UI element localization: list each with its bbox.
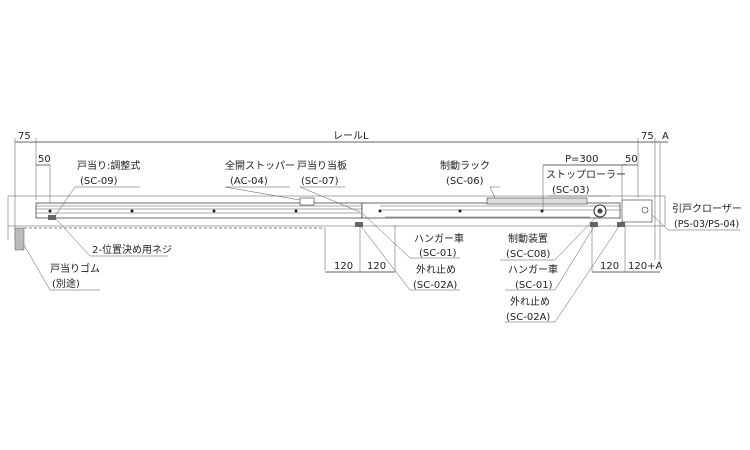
code-derail-stop-1: (SC-02A): [413, 280, 457, 291]
dim-right-75: 75: [641, 131, 654, 142]
code-full-open-stopper: (AC-04): [230, 176, 268, 187]
sliding-door-closer: [621, 199, 653, 223]
full-open-stopper: [299, 197, 315, 206]
leader-lines: [23, 186, 740, 323]
code-brake-rack: (SC-06): [446, 176, 484, 187]
code-derail-stop-2: (SC-02A): [506, 312, 550, 323]
dim-120-a: 120: [334, 261, 353, 272]
dim-left-50: 50: [38, 154, 51, 165]
dim-right-a: A: [662, 131, 669, 142]
label-derail-stop-1: 外れ止め: [416, 264, 456, 276]
code-sliding-door-closer: (PS-03/PS-04): [674, 219, 739, 230]
door-stop-rubber: [14, 227, 25, 251]
label-door-stop-rubber: 戸当りゴム: [50, 262, 100, 275]
rail-left: [35, 197, 363, 227]
label-positioning-screw: 2-位置決め用ネジ: [92, 243, 172, 256]
dim-rail-length: レールL: [333, 131, 369, 142]
label-derail-stop-2: 外れ止め: [510, 296, 550, 308]
code-hanger-wheel-1: (SC-01): [419, 248, 457, 259]
code-brake-device: (SC-C08): [506, 249, 551, 260]
label-stop-roller: ストップローラー: [546, 169, 626, 181]
label-hanger-wheel-2: ハンガー車: [508, 263, 558, 276]
code-stop-roller: (SC-03): [552, 185, 590, 196]
code-door-stop-adjustable: (SC-09): [80, 176, 118, 187]
code-door-stop-rubber: (別途): [52, 277, 80, 290]
label-sliding-door-closer: 引戸クローザー: [672, 203, 742, 215]
dim-120-b: 120: [367, 261, 386, 272]
label-door-stop-adjustable: 戸当り:調整式: [77, 159, 140, 172]
dim-120-c: 120: [600, 261, 619, 272]
dim-120-plus-a: 120+A: [628, 261, 662, 272]
dim-right-50: 50: [625, 154, 638, 165]
label-brake-device: 制動装置: [508, 232, 548, 245]
rail-right: [361, 197, 653, 227]
dim-p300: P=300: [565, 154, 599, 165]
code-door-stop-plate: (SC-07): [301, 176, 339, 187]
code-hanger-wheel-2: (SC-01): [515, 280, 553, 291]
label-hanger-wheel-1: ハンガー車: [414, 232, 464, 245]
label-door-stop-plate: 戸当り当板: [297, 159, 347, 172]
frame-outline: [7, 195, 666, 240]
dim-left-75: 75: [18, 131, 31, 142]
rail-length-dimension: 75 レールL 75 A: [14, 131, 669, 265]
label-full-open-stopper: 全開ストッパー: [225, 159, 295, 172]
label-brake-rack: 制動ラック: [440, 159, 490, 172]
brake-rack: [486, 197, 588, 205]
